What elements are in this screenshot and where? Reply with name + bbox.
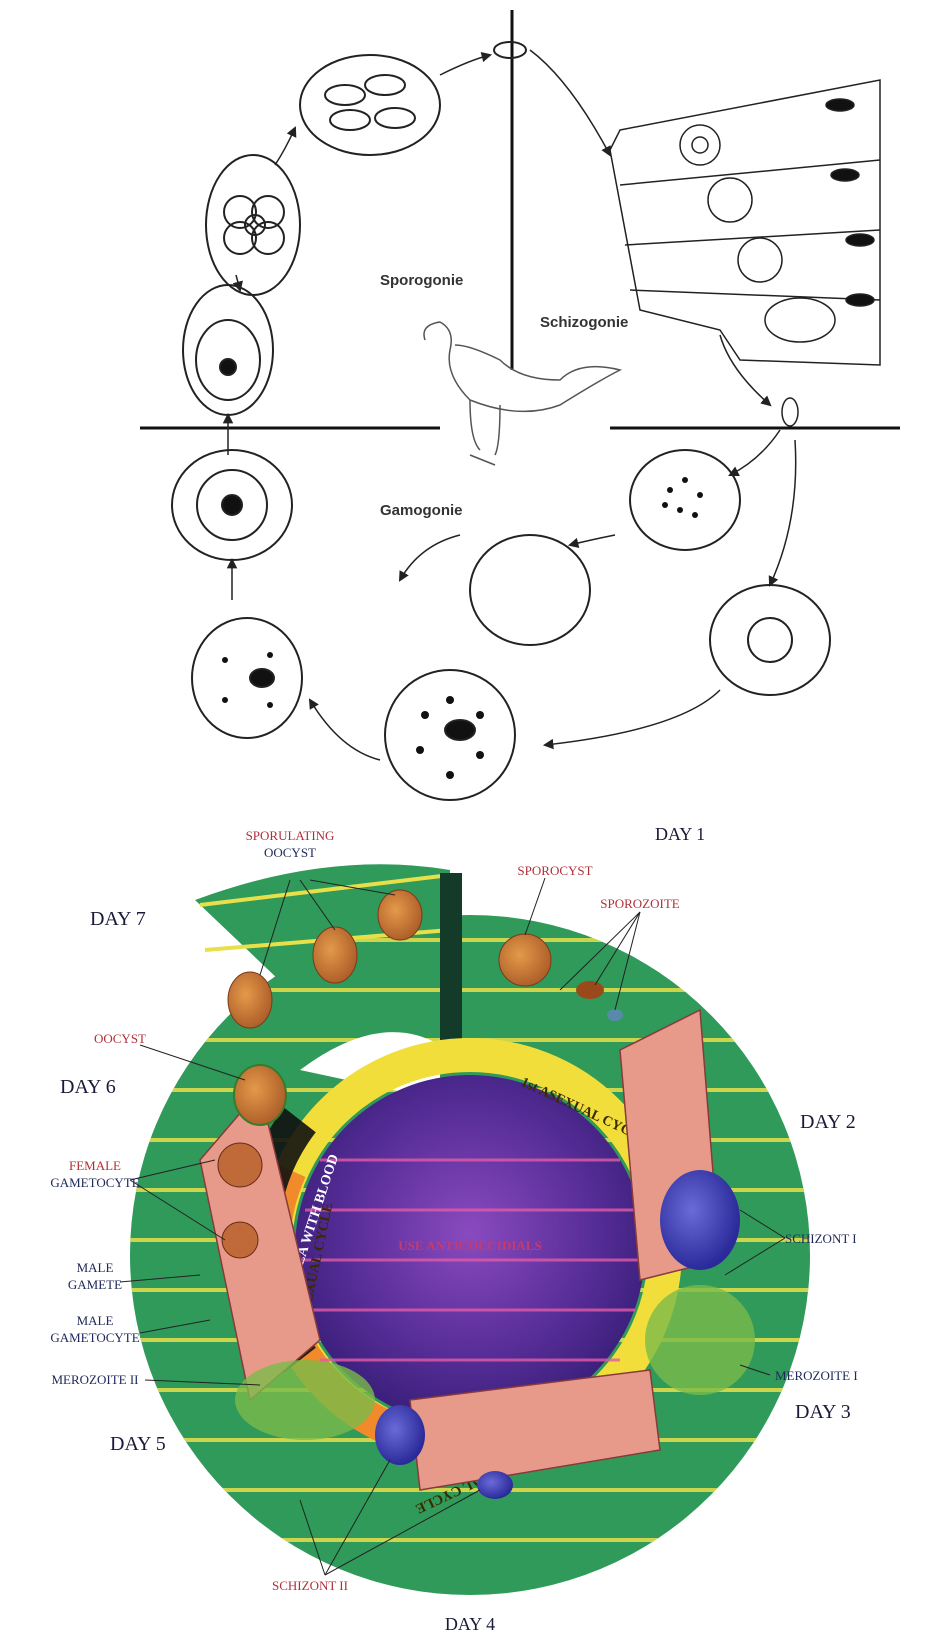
label-male-gamete-2: GAMETE xyxy=(68,1277,122,1292)
label-schizont-i: SCHIZONT I xyxy=(785,1231,857,1246)
label-male-gamete-1: MALE xyxy=(77,1260,114,1275)
dark-separator xyxy=(440,873,462,1043)
schizogony-epithelium xyxy=(610,80,880,426)
label-schizont-ii: SCHIZONT II xyxy=(272,1578,348,1593)
label-female-2: GAMETOCYTE xyxy=(50,1175,139,1190)
schizogony-arrows xyxy=(228,335,796,760)
label-merozoite-ii: MEROZOITE II xyxy=(51,1372,138,1387)
label-merozoite-i: MEROZOITE I xyxy=(775,1368,858,1383)
label-sporogonie: Sporogonie xyxy=(380,272,463,289)
label-male-gametocyte-2: GAMETOCYTE xyxy=(50,1330,139,1345)
gamogony-cells xyxy=(172,450,830,800)
chicken-illustration xyxy=(424,322,620,465)
label-day2: DAY 2 xyxy=(800,1111,856,1133)
sporogony-oocysts xyxy=(183,42,526,415)
label-schizogonie: Schizogonie xyxy=(540,314,628,331)
label-sporozoite: SPOROZOITE xyxy=(600,896,680,911)
label-female-1: FEMALE xyxy=(69,1158,121,1173)
bottom-cycle-diagram: USE ANTICOCCIDIALS 1st ASEXUAL CYCLE 2nd… xyxy=(50,824,860,1634)
label-day5: DAY 5 xyxy=(110,1433,166,1455)
sporogony-arrows xyxy=(236,50,610,290)
label-gamogonie: Gamogonie xyxy=(380,502,463,519)
label-day6: DAY 6 xyxy=(60,1076,116,1098)
label-sporocyst: SPOROCYST xyxy=(517,863,592,878)
label-day3: DAY 3 xyxy=(795,1401,851,1423)
label-day4: DAY 4 xyxy=(445,1614,495,1634)
label-male-gametocyte-1: MALE xyxy=(77,1313,114,1328)
label-sporulating-2: OOCYST xyxy=(264,845,316,860)
label-oocyst: OOCYST xyxy=(94,1031,146,1046)
label-day1: DAY 1 xyxy=(655,824,705,844)
label-sporulating-1: SPORULATING xyxy=(246,828,335,843)
center-label: USE ANTICOCCIDIALS xyxy=(398,1238,541,1253)
top-cycle-diagram: Sporogonie Schizogonie Gamogonie xyxy=(140,10,900,800)
label-day7: DAY 7 xyxy=(90,908,146,930)
